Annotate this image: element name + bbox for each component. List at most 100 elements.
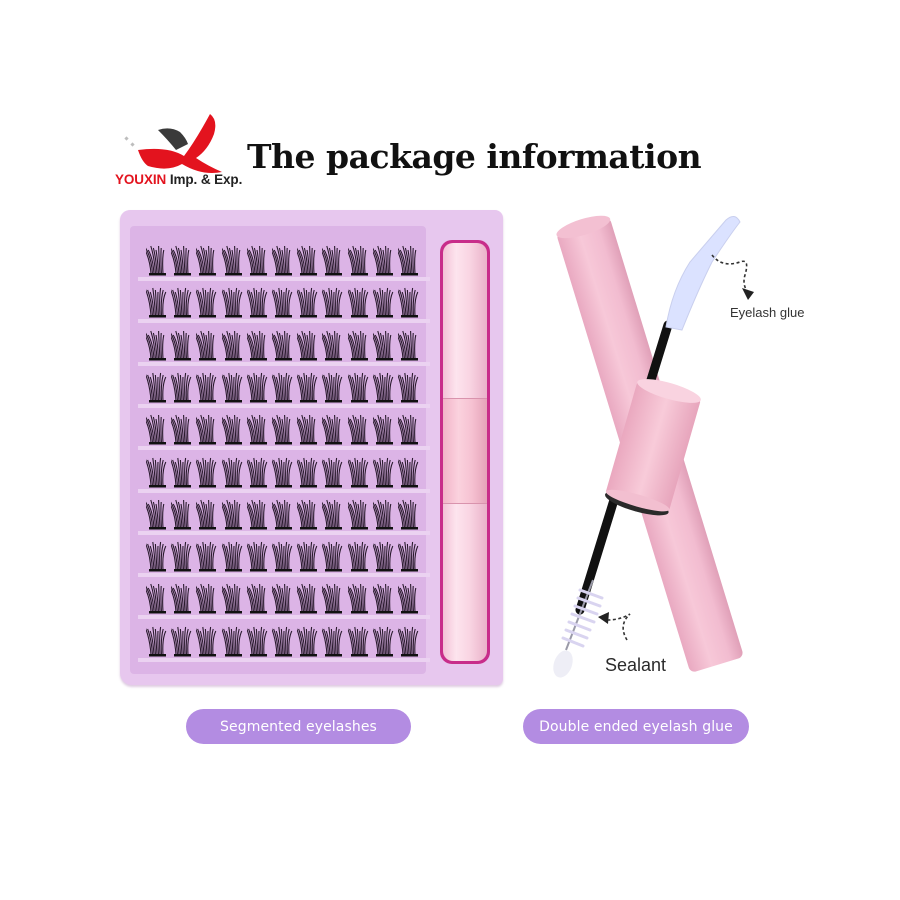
lash-cluster: [398, 372, 419, 403]
lash-cluster: [372, 499, 393, 530]
lash-cluster: [221, 626, 242, 657]
lash-cluster: [398, 626, 419, 657]
lash-cluster: [372, 542, 394, 572]
lash-cluster: [297, 415, 318, 445]
lash-cluster: [246, 415, 267, 445]
lash-cluster: [196, 372, 217, 403]
lash-cluster: [171, 245, 192, 276]
lash-cluster: [272, 457, 293, 487]
lash-row: [138, 325, 430, 366]
lash-cluster: [196, 245, 217, 276]
eyelash-glue-callout: Eyelash glue: [730, 305, 805, 320]
lash-cluster: [246, 457, 268, 487]
lash-row-rail: [138, 615, 430, 620]
lash-cluster: [146, 245, 166, 276]
company-name: YOUXIN Imp. & Exp.: [115, 172, 242, 187]
lash-cluster: [246, 626, 268, 657]
lash-cluster: [171, 626, 192, 657]
lash-cluster: [347, 372, 368, 403]
lash-cluster: [297, 457, 318, 487]
sealant-callout: Sealant: [605, 655, 667, 675]
lash-cluster: [221, 330, 242, 361]
lash-cluster: [221, 288, 242, 318]
lash-cluster: [372, 415, 393, 445]
lash-row: [138, 240, 430, 281]
lash-cluster: [221, 584, 242, 614]
lash-row-rail: [138, 361, 430, 366]
lash-cluster: [272, 245, 292, 276]
lash-row: [138, 578, 430, 620]
lash-row-rail: [138, 319, 430, 324]
lash-cluster: [347, 626, 368, 657]
lash-cluster: [171, 415, 192, 445]
glue-tube-band: [443, 398, 487, 504]
lash-cluster: [347, 542, 368, 572]
lash-cluster: [347, 245, 368, 276]
lash-cluster: [347, 499, 368, 530]
lash-cluster: [146, 542, 167, 572]
lash-cluster: [372, 372, 394, 403]
lash-cluster: [297, 542, 318, 572]
lash-cluster: [398, 457, 419, 487]
lash-cluster: [398, 584, 418, 614]
lash-cluster: [322, 415, 343, 445]
lash-cluster: [221, 245, 242, 276]
lash-row: [138, 536, 430, 578]
sealant-arrowhead-icon: [598, 612, 609, 624]
lash-cluster: [347, 415, 368, 445]
brand-name: YOUXIN: [115, 172, 167, 187]
lash-cluster: [221, 372, 242, 403]
lash-cluster: [196, 330, 217, 361]
lash-row: [138, 282, 430, 324]
lash-cluster: [372, 584, 393, 614]
lash-row-rail: [138, 573, 430, 578]
lash-cluster: [398, 245, 418, 276]
lash-cluster: [297, 288, 318, 318]
lash-cluster: [146, 288, 167, 318]
lash-cluster: [322, 245, 343, 276]
lash-cluster: [146, 457, 167, 487]
lash-cluster: [196, 626, 217, 657]
lash-cluster: [322, 542, 343, 572]
lash-cluster: [171, 330, 192, 361]
lash-cluster: [246, 542, 268, 572]
lash-cluster: [372, 330, 393, 361]
lash-cluster: [171, 372, 192, 403]
lash-cluster: [146, 372, 167, 403]
lash-cluster: [398, 288, 419, 318]
lash-row: [138, 621, 430, 662]
lash-cluster: [221, 499, 242, 530]
eyelash-glue-arrowhead-icon: [742, 288, 754, 300]
lash-cluster: [246, 288, 268, 318]
lash-cluster: [196, 584, 217, 614]
lash-cluster: [322, 330, 343, 361]
lash-cluster: [372, 457, 394, 487]
lash-row: [138, 367, 430, 408]
lash-row: [138, 452, 430, 493]
lash-cluster: [272, 584, 292, 614]
lash-cluster: [196, 499, 217, 530]
lash-cluster: [272, 542, 293, 572]
lash-cluster: [372, 245, 393, 276]
red-bird-x-logo-icon: [124, 114, 222, 173]
lash-cluster: [246, 330, 267, 361]
lash-cluster: [322, 288, 343, 318]
lash-cluster: [322, 457, 343, 487]
lash-row: [138, 409, 430, 451]
lash-row-rail: [138, 530, 430, 535]
lash-cluster: [372, 288, 394, 318]
lash-row-rail: [138, 657, 430, 662]
lash-cluster: [272, 499, 292, 530]
lash-cluster: [297, 584, 318, 614]
lash-cluster: [196, 415, 217, 445]
lash-cluster: [297, 499, 318, 530]
lash-cluster: [246, 584, 267, 614]
lash-cluster: [221, 542, 242, 572]
double-ended-glue-label: Double ended eyelash glue: [523, 709, 749, 744]
eyelash-tray: [120, 210, 503, 685]
lash-cluster: [297, 330, 318, 361]
lash-cluster: [171, 288, 192, 318]
lash-row-rail: [138, 446, 430, 451]
lash-cluster: [221, 415, 242, 445]
lash-cluster: [347, 457, 368, 487]
